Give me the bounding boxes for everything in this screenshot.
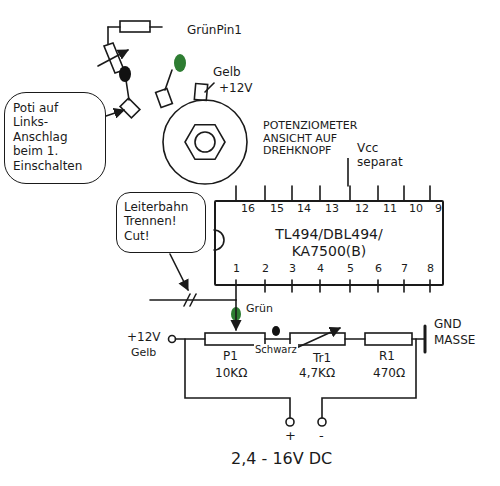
resistor-symbol	[108, 21, 162, 44]
callout-arrow	[170, 254, 188, 290]
pin-number: 5	[346, 263, 355, 276]
part-name: P1	[222, 350, 239, 364]
pin-number: 14	[296, 203, 312, 216]
part-value: 10KΩ	[214, 367, 248, 381]
part-value: 4,7KΩ	[298, 367, 336, 381]
terminal	[318, 418, 326, 426]
trimmer-arrow	[294, 328, 340, 349]
leader-line	[205, 83, 214, 92]
part-value: 470Ω	[372, 367, 406, 381]
note-box: Leiterbahn Trennen! Cut!	[116, 192, 206, 253]
pin-number: 7	[400, 263, 409, 276]
wire-color: Schwarz	[254, 344, 298, 356]
pin-number: 3	[288, 263, 297, 276]
pin-number: 9	[434, 203, 443, 216]
callout-arrow	[106, 110, 124, 116]
voltage-label: +12V	[218, 82, 254, 96]
pin-number: 2	[261, 263, 270, 276]
voltage-label: +12V	[126, 331, 162, 345]
part-name: R1	[378, 350, 396, 364]
ground-label: GND	[433, 318, 463, 332]
wire	[265, 338, 290, 340]
green-dot	[174, 54, 186, 72]
node-text: Leiterbahn Trennen! Cut!	[124, 200, 198, 243]
wire	[412, 338, 425, 340]
pin-number: 8	[426, 263, 435, 276]
pin-number: 15	[269, 203, 285, 216]
black-dot	[272, 326, 280, 336]
supply-range: 2,4 - 16V DC	[230, 450, 333, 468]
node-text: TL494/DBL494/ KA7500(B)	[246, 226, 412, 260]
pin-number: 10	[408, 203, 424, 216]
pin-number: 16	[240, 203, 256, 216]
part-name: Tr1	[312, 352, 332, 366]
black-dot	[119, 66, 131, 82]
ground-label: MASSE	[433, 334, 476, 348]
node-text: Poti auf Links- Anschlag beim 1. Einscha…	[13, 101, 97, 173]
cut-mark	[184, 294, 196, 306]
polarity-sign: +	[284, 429, 297, 444]
pin-number: 4	[316, 263, 325, 276]
wire-color: Gelb	[130, 347, 157, 360]
note-bubble: Poti auf Links- Anschlag beim 1. Einscha…	[4, 92, 106, 184]
wire	[345, 338, 365, 340]
terminal	[169, 336, 176, 343]
wire-color: Gelb	[212, 66, 242, 80]
supply-note: Vcc separat	[356, 142, 420, 170]
wiper-wire	[235, 300, 237, 330]
pin-number: 12	[354, 203, 370, 216]
pin-number: 11	[382, 203, 398, 216]
ground-bar	[424, 326, 427, 352]
pin-number: 6	[374, 263, 383, 276]
ic-pins	[236, 186, 430, 300]
ic-package: TL494/DBL494/ KA7500(B)	[214, 200, 444, 286]
wire	[176, 338, 206, 340]
pin-number: 13	[324, 203, 340, 216]
wire-color: Grün	[245, 303, 274, 316]
polarity-sign: -	[318, 429, 325, 444]
pin-label: GrünPin1	[186, 24, 243, 38]
terminal	[286, 418, 294, 426]
resistor-symbol	[365, 333, 412, 345]
pin-number: 1	[232, 263, 241, 276]
